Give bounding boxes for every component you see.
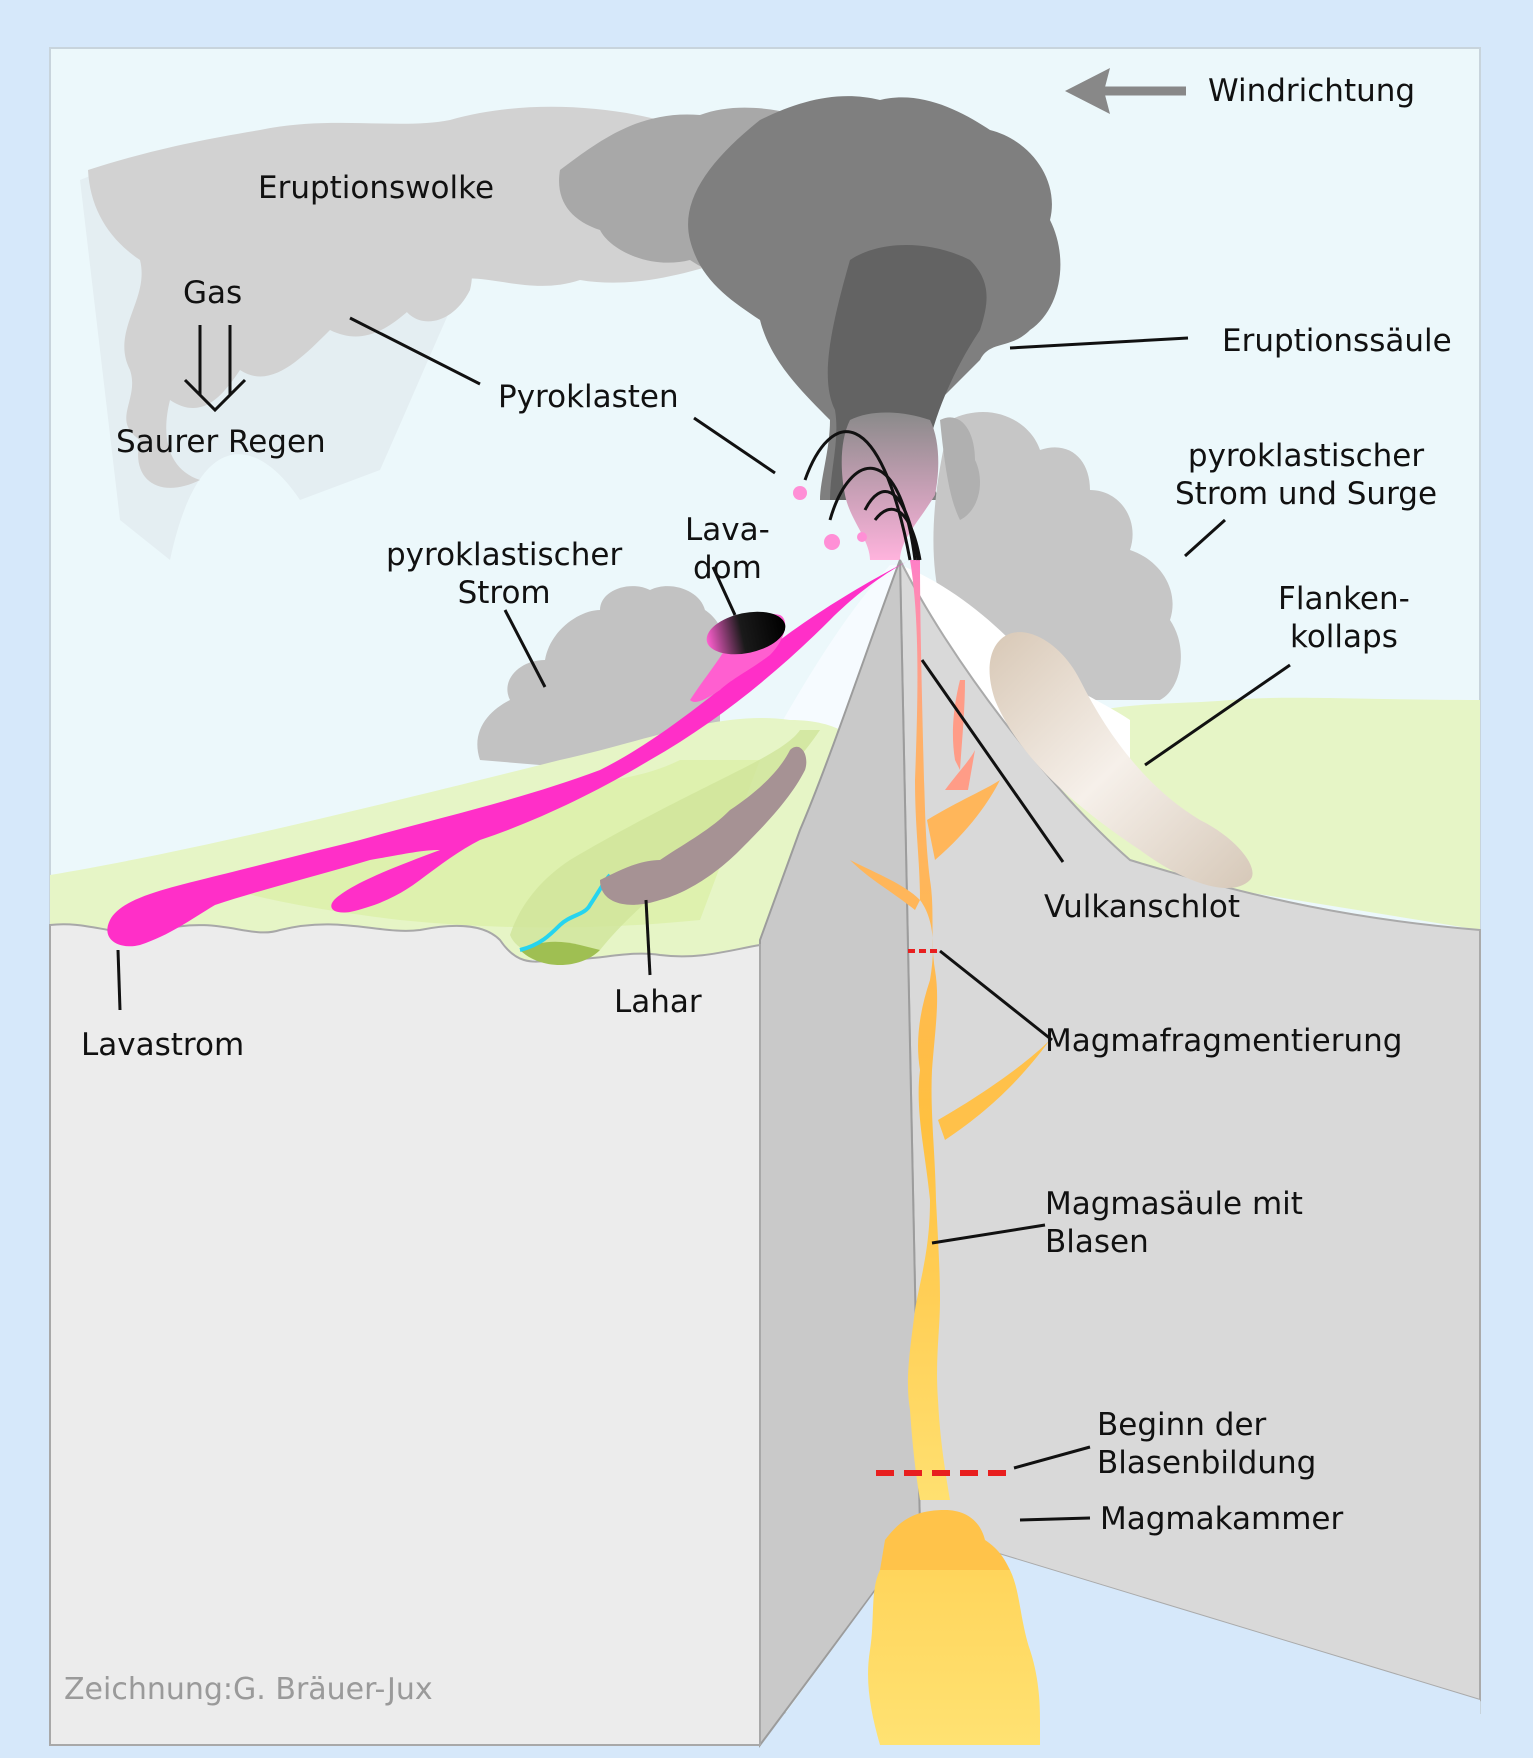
ballistic-trajectory xyxy=(803,430,912,561)
label-gas: Gas xyxy=(183,275,243,311)
label-pyroclastic-flow-line1: pyroklastischer xyxy=(386,537,623,573)
label-acid-rain: Saurer Regen xyxy=(116,424,326,460)
magma-chamber xyxy=(868,1558,1040,1745)
label-bubble-start-line2: Blasenbildung xyxy=(1097,1445,1317,1481)
label-lava-dome-line2: dom xyxy=(692,550,762,586)
label-wind-direction: Windrichtung xyxy=(1208,73,1416,109)
label-pyroclastic-flow: pyroklastischer Strom xyxy=(386,536,622,612)
label-flank-collapse: Flanken- kollaps xyxy=(1278,580,1410,656)
label-bubble-start: Beginn der Blasenbildung xyxy=(1097,1406,1316,1482)
label-lahar: Lahar xyxy=(614,984,702,1020)
label-magma-fragmentation: Magmafragmentierung xyxy=(1045,1023,1403,1059)
label-flank-collapse-line1: Flanken- xyxy=(1278,581,1410,617)
flank-collapse xyxy=(989,632,1253,889)
label-magma-chamber: Magmakammer xyxy=(1100,1501,1344,1537)
label-eruption-cloud: Eruptionswolke xyxy=(258,170,495,206)
lahar-deposit xyxy=(600,746,807,905)
credit: Zeichnung:G. Bräuer-Jux xyxy=(64,1672,433,1707)
label-lava-dome-line1: Lava- xyxy=(685,512,770,548)
label-pyroclastic-surge: pyroklastischer Strom und Surge xyxy=(1175,437,1437,513)
label-bubble-start-line1: Beginn der xyxy=(1097,1407,1267,1443)
label-pyroclastic-surge-line1: pyroklastischer xyxy=(1187,438,1425,474)
label-pyroclastic-surge-line2: Strom und Surge xyxy=(1175,476,1438,512)
label-pyroclasts: Pyroklasten xyxy=(498,379,679,415)
label-magma-column-line1: Magmasäule mit xyxy=(1045,1186,1303,1222)
pyroclast-droplet xyxy=(793,486,807,500)
pyroclastic-flow-cloud xyxy=(477,586,725,780)
leader-lines xyxy=(116,316,1291,1522)
label-eruption-column: Eruptionssäule xyxy=(1222,323,1452,359)
cross-section-left-face xyxy=(759,559,922,1749)
label-magma-column: Magmasäule mit Blasen xyxy=(1045,1185,1303,1261)
label-vent: Vulkanschlot xyxy=(1044,889,1240,925)
lahar-channel xyxy=(510,730,820,959)
label-flank-collapse-line2: kollaps xyxy=(1289,619,1398,655)
magma-conduit xyxy=(907,560,950,1500)
label-magma-column-line2: Blasen xyxy=(1045,1224,1149,1260)
cross-section-front-face xyxy=(49,923,761,1746)
label-lava-flow: Lavastrom xyxy=(81,1027,245,1063)
label-lava-dome: Lava- dom xyxy=(685,511,770,587)
acid-rain-arrow xyxy=(198,325,232,395)
cross-section-right-face xyxy=(899,559,1481,1702)
label-pyroclastic-flow-line2: Strom xyxy=(457,575,551,611)
lava-dome xyxy=(706,611,786,655)
lava-flow xyxy=(107,560,910,947)
